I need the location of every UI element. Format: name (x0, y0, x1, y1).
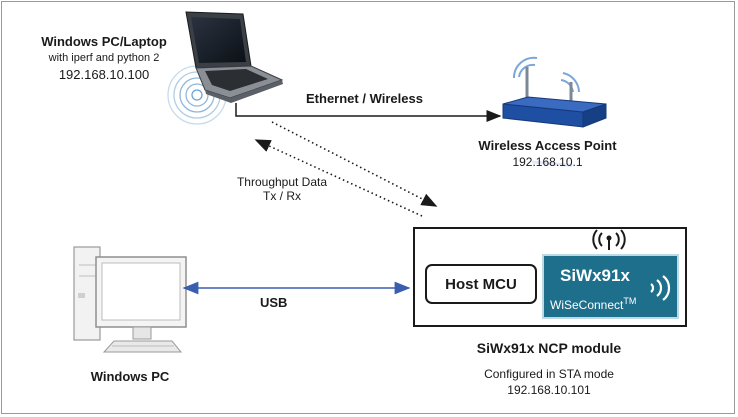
access-point-ip: 192.168.10.1 (512, 155, 583, 169)
throughput-rx-arrow (254, 139, 423, 217)
ethernet-wireless-link (235, 103, 502, 122)
laptop-icon (185, 11, 284, 103)
router-icon (502, 56, 607, 168)
chip-subtitle: WiSeConnectTM (550, 296, 637, 312)
laptop-title: Windows PC/Laptop (41, 34, 167, 49)
access-point-title: Wireless Access Point (478, 138, 617, 153)
chip-name: SiWx91x (560, 266, 630, 285)
ncp-module-title: SiWx91x NCP module (476, 340, 622, 356)
antenna-icon (592, 229, 626, 250)
host-mcu-box: Host MCU (425, 264, 537, 304)
laptop-subtitle: with iperf and python 2 (48, 52, 160, 64)
throughput-label: Throughput Data (236, 175, 328, 189)
ncp-module-ip: 192.168.10.101 (507, 383, 591, 397)
desktop-pc-icon (73, 246, 187, 353)
ncp-module-mode: Configured in STA mode (484, 367, 614, 381)
laptop-ip: 192.168.10.100 (58, 67, 150, 82)
usb-label: USB (260, 295, 288, 310)
desktop-title: Windows PC (90, 369, 170, 384)
throughput-tx-arrow (271, 121, 438, 207)
siwx91x-chip: SiWx91x WiSeConnectTM (542, 254, 679, 319)
wireless-waves-icon (650, 275, 671, 301)
ethernet-wireless-label: Ethernet / Wireless (306, 91, 423, 106)
throughput-direction-label: Tx / Rx (263, 189, 301, 203)
